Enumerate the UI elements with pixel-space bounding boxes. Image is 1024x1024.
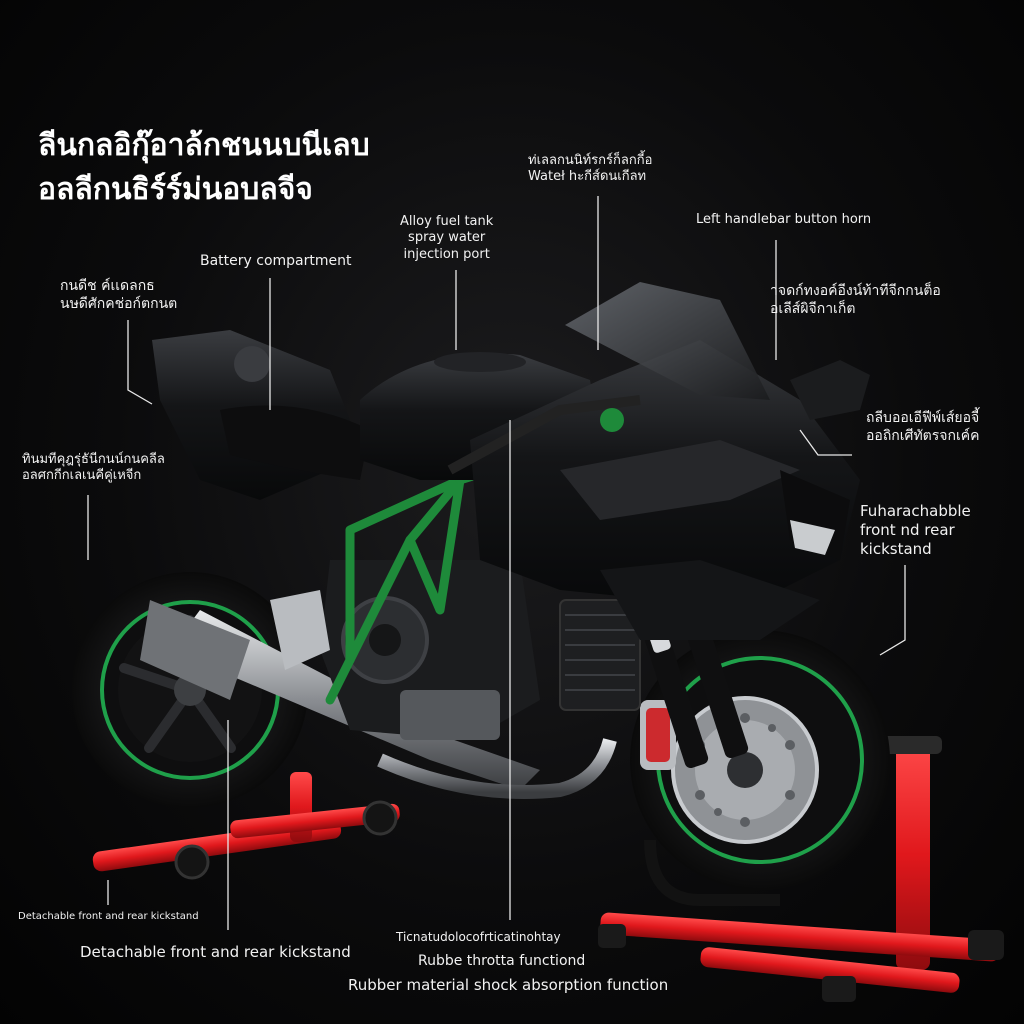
title-line-2: อลลีกนธิร์ร์ม่นอบลจีจ <box>38 171 313 207</box>
callout-thai-left-upper: กนดีช ค์เเดลกธ นษดีศักคช่อก์ตกนต <box>60 278 178 312</box>
callout-alloy-fuel-tank: Alloy fuel tank spray water injection po… <box>400 214 494 262</box>
front-wheel <box>630 630 890 890</box>
callout-small-kickstand: Detachable front and rear kickstand <box>18 911 199 922</box>
callout-thai-right-upper: าจดก์ทงอค์อีงน์ท้าทีจีกกนต็อ อเลีส์ผิจีก… <box>770 283 941 317</box>
callout-throttle: Rubbe throtta functiond <box>418 953 586 969</box>
rear-paddock-stand <box>92 772 400 880</box>
front-paddock-stand <box>598 736 1004 1002</box>
callout-left-handlebar: Left handlebar button horn <box>696 212 872 227</box>
title-line-1: ลีนกลอิกุ๊อาล้กชนนบนีเลบ <box>38 128 370 163</box>
bodywork <box>152 282 870 670</box>
callout-shock-absorption: Rubber material shock absorption functio… <box>348 976 669 994</box>
callout-thai-right-mid: ถลีบออเอีฟีพ์เส์ยอจี้ ออถิกเศีทัตรจกเค์ค <box>866 410 980 444</box>
leader-lines <box>87 196 906 930</box>
callout-thai-top-center: ท่เลลกนนิท์รกร์ก็ลกกี้อ Wateł hะกีส์ดนเก… <box>528 153 653 185</box>
callout-kickstand: Detachable front and rear kickstand <box>80 943 351 961</box>
page-title: ลีนกลอิกุ๊อาล้กชนนบนีเลบ อลลีกนธิร์ร์ม่น… <box>38 124 370 211</box>
callout-thai-left-mid: ทินมทีคุฎรุ่ธันีกนน์กนคลีล อลศกกีกเลเนคี… <box>22 452 165 484</box>
callout-garbled-bottom: Ticnatudolocofrticatinohtay <box>396 930 561 944</box>
callout-right-kickstand: Fuharachabble front nd rear kickstand <box>860 502 971 558</box>
callout-battery-compartment: Battery compartment <box>200 253 352 269</box>
